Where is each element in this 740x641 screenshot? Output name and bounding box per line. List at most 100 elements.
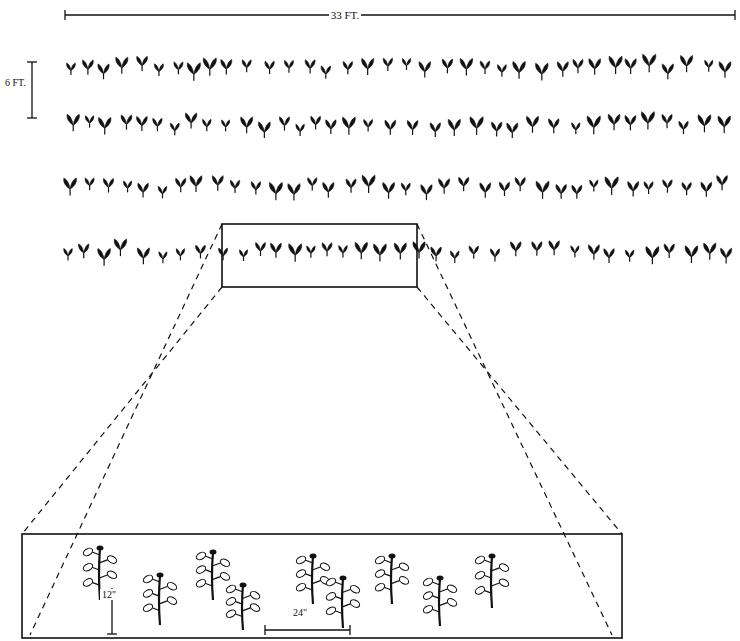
pepper-plant: [325, 576, 361, 629]
width-dimension: 33 FT.: [329, 9, 362, 21]
seedling-stem: [328, 192, 329, 197]
seedling-stem: [193, 74, 194, 80]
seedling-stem: [347, 70, 348, 75]
seedling-stem: [67, 256, 68, 260]
seedling-stem: [613, 125, 614, 131]
seedling: [82, 60, 93, 69]
seedling: [608, 114, 620, 124]
seedling: [628, 182, 639, 192]
seedling-stem: [310, 69, 311, 74]
seedling: [239, 250, 247, 257]
seedling: [490, 249, 499, 257]
seedling-stem: [633, 191, 634, 196]
seedling: [230, 180, 239, 188]
dimension-lines: [27, 10, 735, 118]
seedling: [190, 176, 202, 186]
seedling-stem: [260, 251, 261, 256]
seedling: [480, 183, 491, 193]
pepper-plant: [225, 583, 261, 631]
seedling: [265, 61, 274, 69]
seedling-stem: [561, 194, 562, 199]
seedling-stem: [412, 130, 413, 135]
seedling: [256, 243, 266, 252]
seedling: [269, 182, 282, 193]
seedling: [279, 117, 289, 126]
seedling: [698, 115, 711, 126]
pepper-plant: [142, 573, 178, 626]
seedling-stem: [293, 194, 294, 200]
seedling: [571, 246, 579, 253]
seedling-stem: [647, 123, 648, 129]
seedling: [114, 239, 127, 250]
seedling-stem: [593, 128, 594, 134]
seedling-stem: [190, 123, 191, 129]
seedling: [526, 116, 538, 127]
seedling: [480, 61, 490, 69]
seedling-stem: [666, 123, 667, 128]
seedling: [587, 116, 600, 128]
seedling: [407, 121, 418, 130]
seedling: [590, 180, 598, 187]
seedling: [137, 116, 148, 125]
seedling: [679, 121, 688, 129]
seedling-stem: [299, 132, 300, 136]
seedling-stem: [143, 258, 144, 264]
seedling: [442, 59, 452, 68]
plant-spacing-dimension: 12": [100, 589, 118, 600]
seedling: [85, 178, 94, 186]
seedling: [641, 112, 654, 124]
seedling: [364, 119, 373, 127]
seedling-stem: [103, 74, 104, 79]
seedling: [185, 113, 196, 123]
seedling-stem: [536, 251, 537, 256]
seedling-stem: [246, 128, 247, 134]
seedling: [346, 179, 356, 188]
seedling-stem: [630, 125, 631, 130]
seedling-stem: [447, 68, 448, 73]
seedling: [258, 122, 270, 132]
seedling: [121, 115, 132, 124]
seedling-stem: [494, 257, 495, 262]
seedling: [556, 184, 566, 193]
seedling: [682, 183, 691, 191]
seedling-stem: [288, 68, 289, 72]
seedling-stem: [724, 127, 725, 133]
seedling: [450, 251, 459, 259]
seedling-stem: [367, 69, 368, 75]
seedling-stem: [669, 253, 670, 258]
seedling: [589, 59, 601, 69]
seedling: [470, 117, 483, 129]
seedling: [242, 60, 251, 68]
seedling-stem: [255, 190, 256, 195]
seedling-stem: [562, 71, 563, 76]
seedling-stem: [174, 131, 175, 135]
seedling: [79, 244, 89, 253]
seedling: [196, 245, 206, 254]
seedling-stem: [724, 72, 725, 78]
seedling: [448, 119, 460, 130]
seedling: [98, 248, 111, 259]
seedling-stem: [178, 70, 179, 74]
seedling: [469, 246, 478, 254]
seedling: [513, 62, 526, 73]
seedling-stem: [608, 258, 609, 263]
seedling: [394, 243, 406, 254]
seedling: [625, 250, 634, 258]
seedling-stem: [104, 128, 105, 134]
seedling-stem: [234, 188, 235, 193]
seedling-stem: [195, 186, 196, 192]
seedling-stem: [574, 253, 575, 257]
seedling-stem: [484, 69, 485, 74]
seedling-stem: [496, 131, 497, 136]
seedling: [549, 241, 560, 250]
seedling-stem: [158, 72, 159, 76]
seedling-stem: [162, 194, 163, 198]
seedling: [515, 178, 525, 187]
seedling: [511, 242, 522, 251]
seedling: [158, 186, 167, 194]
seedling: [401, 183, 410, 191]
seedling: [362, 175, 375, 186]
seedling-stem: [512, 133, 513, 138]
seedling-stem: [141, 126, 142, 131]
pepper-plant: [422, 576, 458, 627]
